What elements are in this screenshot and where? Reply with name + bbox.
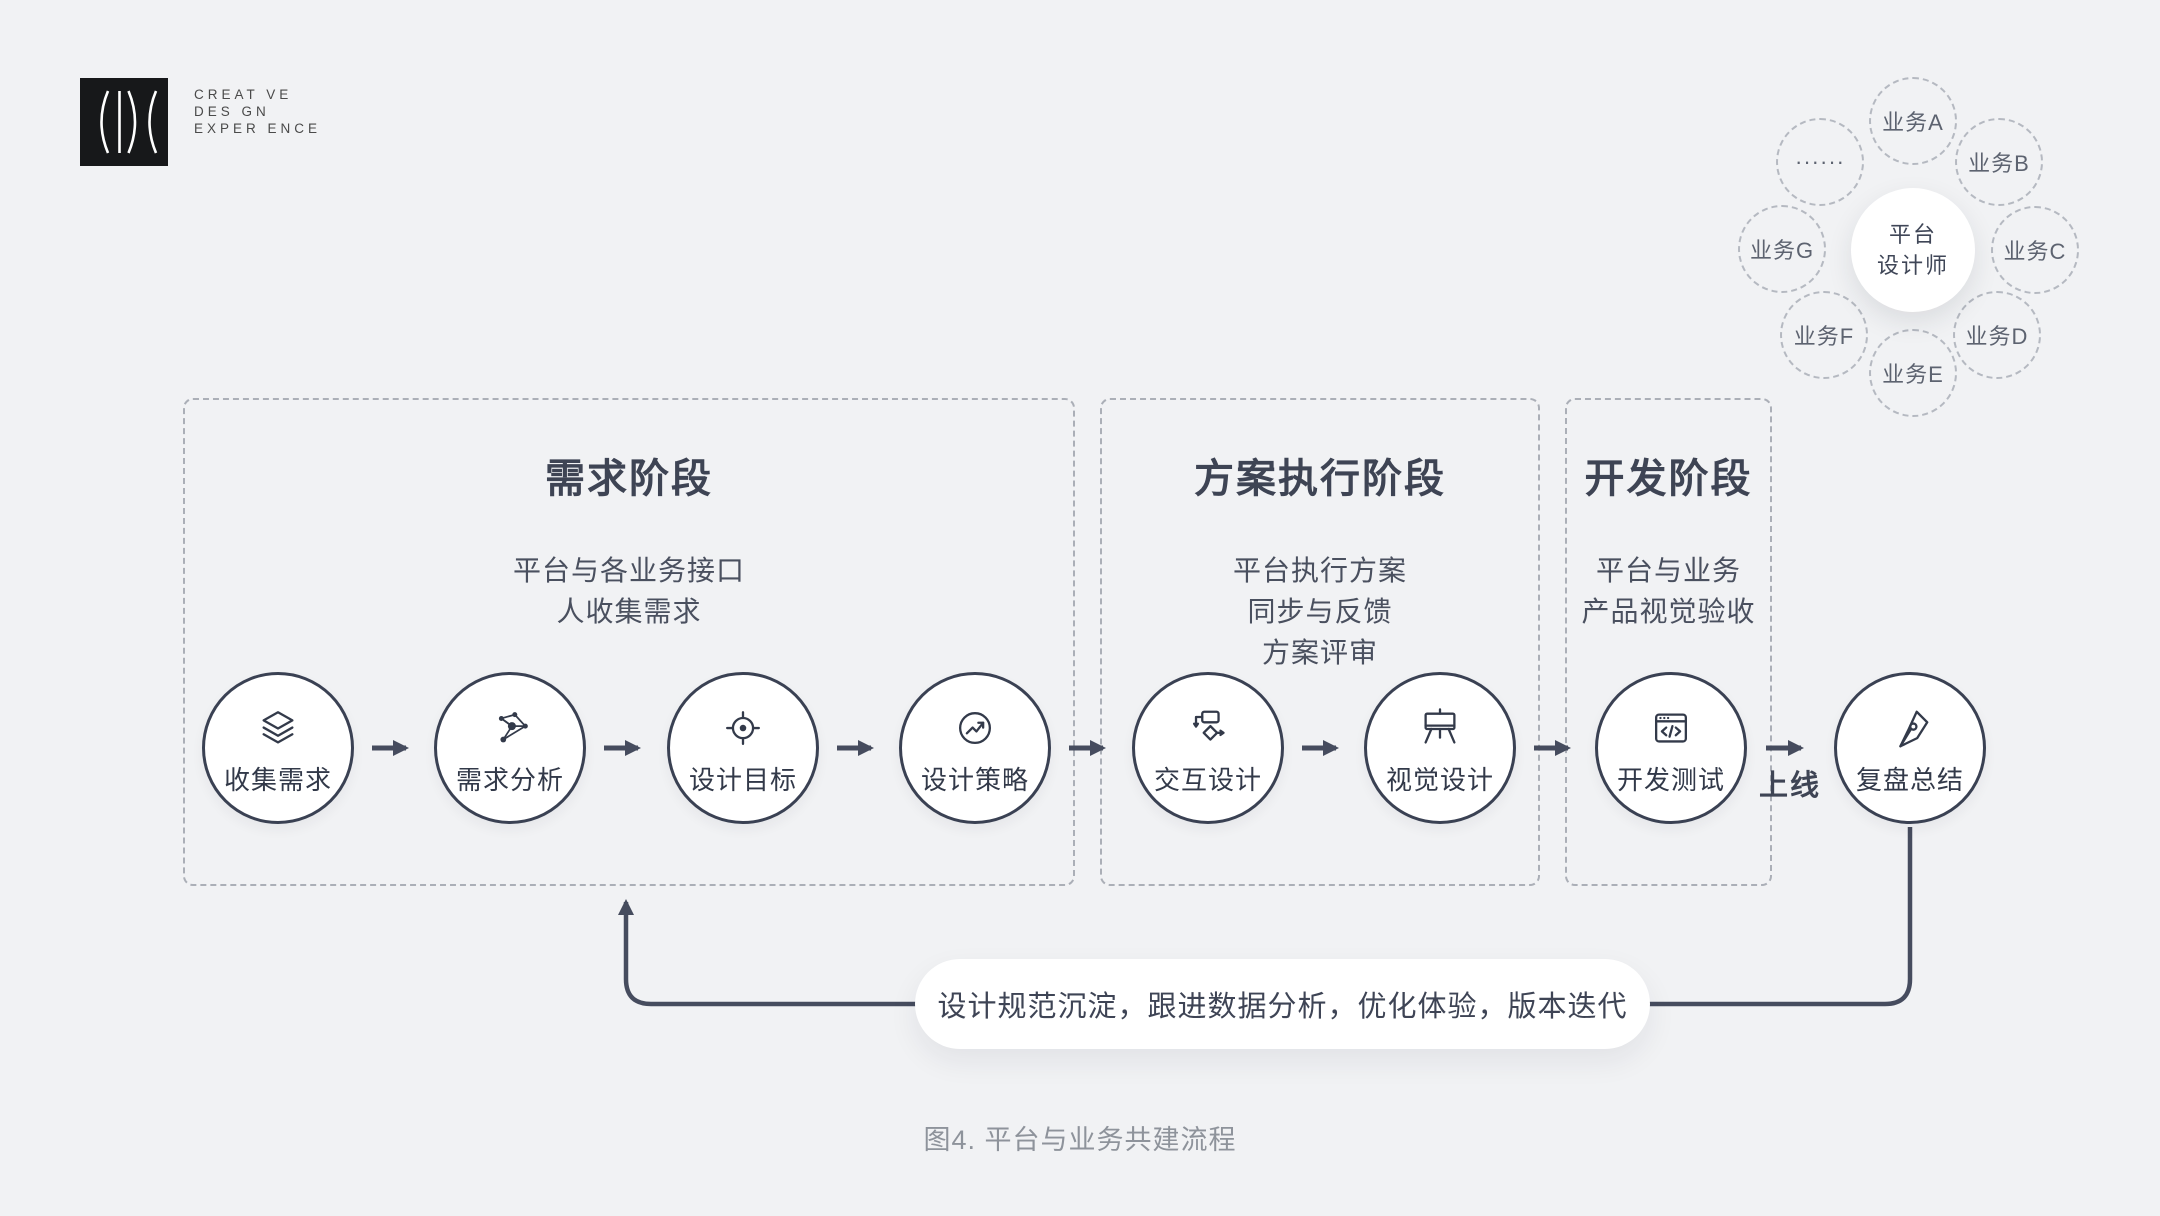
step-label: 收集需求: [223, 764, 332, 795]
layers-icon: [255, 704, 301, 754]
platform-designer-line1: 平台: [1888, 222, 1937, 247]
phase-box-execution: 方案执行阶段 平台执行方案 同步与反馈 方案评审: [1100, 398, 1540, 886]
business-b-label: 业务B: [1968, 151, 2030, 176]
pen-nib-icon: [1887, 704, 1933, 754]
business-c-label: 业务C: [2003, 239, 2067, 264]
business-d-label: 业务D: [1965, 324, 2029, 349]
business-cluster: 业务A 业务B 业务C 业务D 业务E 业务F 业务G ······ 平台 设计…: [1700, 40, 2120, 440]
step-design-goal: 设计目标: [667, 672, 819, 824]
business-e-circle: 业务E: [1869, 329, 1957, 417]
business-b-circle: 业务B: [1955, 118, 2043, 206]
brand-line: EXPER ENCE: [194, 121, 322, 136]
network-icon: [487, 704, 533, 754]
phase-subtitle-line: 方案评审: [1261, 637, 1378, 668]
step-label: 开发测试: [1616, 764, 1725, 795]
phase-subtitle-line: 平台与业务: [1595, 555, 1741, 586]
phase-subtitle-line: 人收集需求: [556, 596, 702, 627]
phase-title: 需求阶段: [545, 457, 713, 501]
step-requirement-analysis: 需求分析: [434, 672, 586, 824]
launch-label: 上线: [1758, 770, 1821, 802]
cdc-logo-icon: [80, 78, 168, 166]
step-label: 需求分析: [455, 764, 564, 795]
step-interaction-design: 交互设计: [1132, 672, 1284, 824]
flowchart-icon: [1185, 704, 1231, 754]
phase-subtitle-line: 同步与反馈: [1247, 596, 1393, 627]
target-icon: [720, 704, 766, 754]
step-label: 复盘总结: [1855, 764, 1964, 795]
phase-subtitle-line: 平台执行方案: [1232, 555, 1407, 586]
business-g-circle: 业务G: [1738, 205, 1826, 293]
step-label: 设计策略: [920, 764, 1029, 795]
brand-wordmark: CREAT VE DES GN EXPER ENCE: [194, 86, 321, 137]
platform-designer-circle: 平台 设计师: [1851, 188, 1975, 312]
phase-title: 方案执行阶段: [1194, 457, 1446, 501]
step-design-strategy: 设计策略: [899, 672, 1051, 824]
code-window-icon: [1648, 704, 1694, 754]
phase-box-requirements: 需求阶段 平台与各业务接口 人收集需求: [183, 398, 1075, 886]
business-c-circle: 业务C: [1991, 206, 2079, 294]
phase-subtitle-line: 平台与各业务接口: [512, 555, 745, 586]
business-f-circle: 业务F: [1780, 291, 1868, 379]
step-collect-requirements: 收集需求: [202, 672, 354, 824]
business-e-label: 业务E: [1882, 362, 1944, 387]
step-retrospective: 复盘总结: [1834, 672, 1986, 824]
brand-line: DES GN: [194, 104, 270, 119]
business-a-label: 业务A: [1882, 110, 1944, 135]
business-more-label: ······: [1795, 149, 1845, 174]
business-a-circle: 业务A: [1869, 77, 1957, 165]
phase-subtitle-line: 产品视觉验收: [1581, 596, 1756, 627]
figure-caption: 图4. 平台与业务共建流程: [923, 1125, 1237, 1155]
step-label: 视觉设计: [1385, 764, 1494, 795]
step-dev-testing: 开发测试: [1595, 672, 1747, 824]
platform-designer-line2: 设计师: [1876, 253, 1949, 278]
business-f-label: 业务F: [1793, 324, 1855, 349]
easel-icon: [1417, 704, 1463, 754]
phase-title: 开发阶段: [1584, 457, 1753, 501]
brand-line: CREAT VE: [194, 87, 293, 102]
business-g-label: 业务G: [1749, 238, 1815, 263]
trend-icon: [952, 704, 998, 754]
step-visual-design: 视觉设计: [1364, 672, 1516, 824]
step-label: 设计目标: [688, 764, 797, 795]
feedback-pill: 设计规范沉淀，跟进数据分析，优化体验，版本迭代: [915, 959, 1650, 1049]
feedback-text: 设计规范沉淀，跟进数据分析，优化体验，版本迭代: [937, 991, 1628, 1023]
business-more-circle: ······: [1776, 118, 1864, 206]
phase-box-development: 开发阶段 平台与业务 产品视觉验收: [1565, 398, 1772, 886]
step-label: 交互设计: [1153, 764, 1262, 795]
brand-logo: CREAT VE DES GN EXPER ENCE: [80, 78, 321, 166]
business-d-circle: 业务D: [1953, 291, 2041, 379]
